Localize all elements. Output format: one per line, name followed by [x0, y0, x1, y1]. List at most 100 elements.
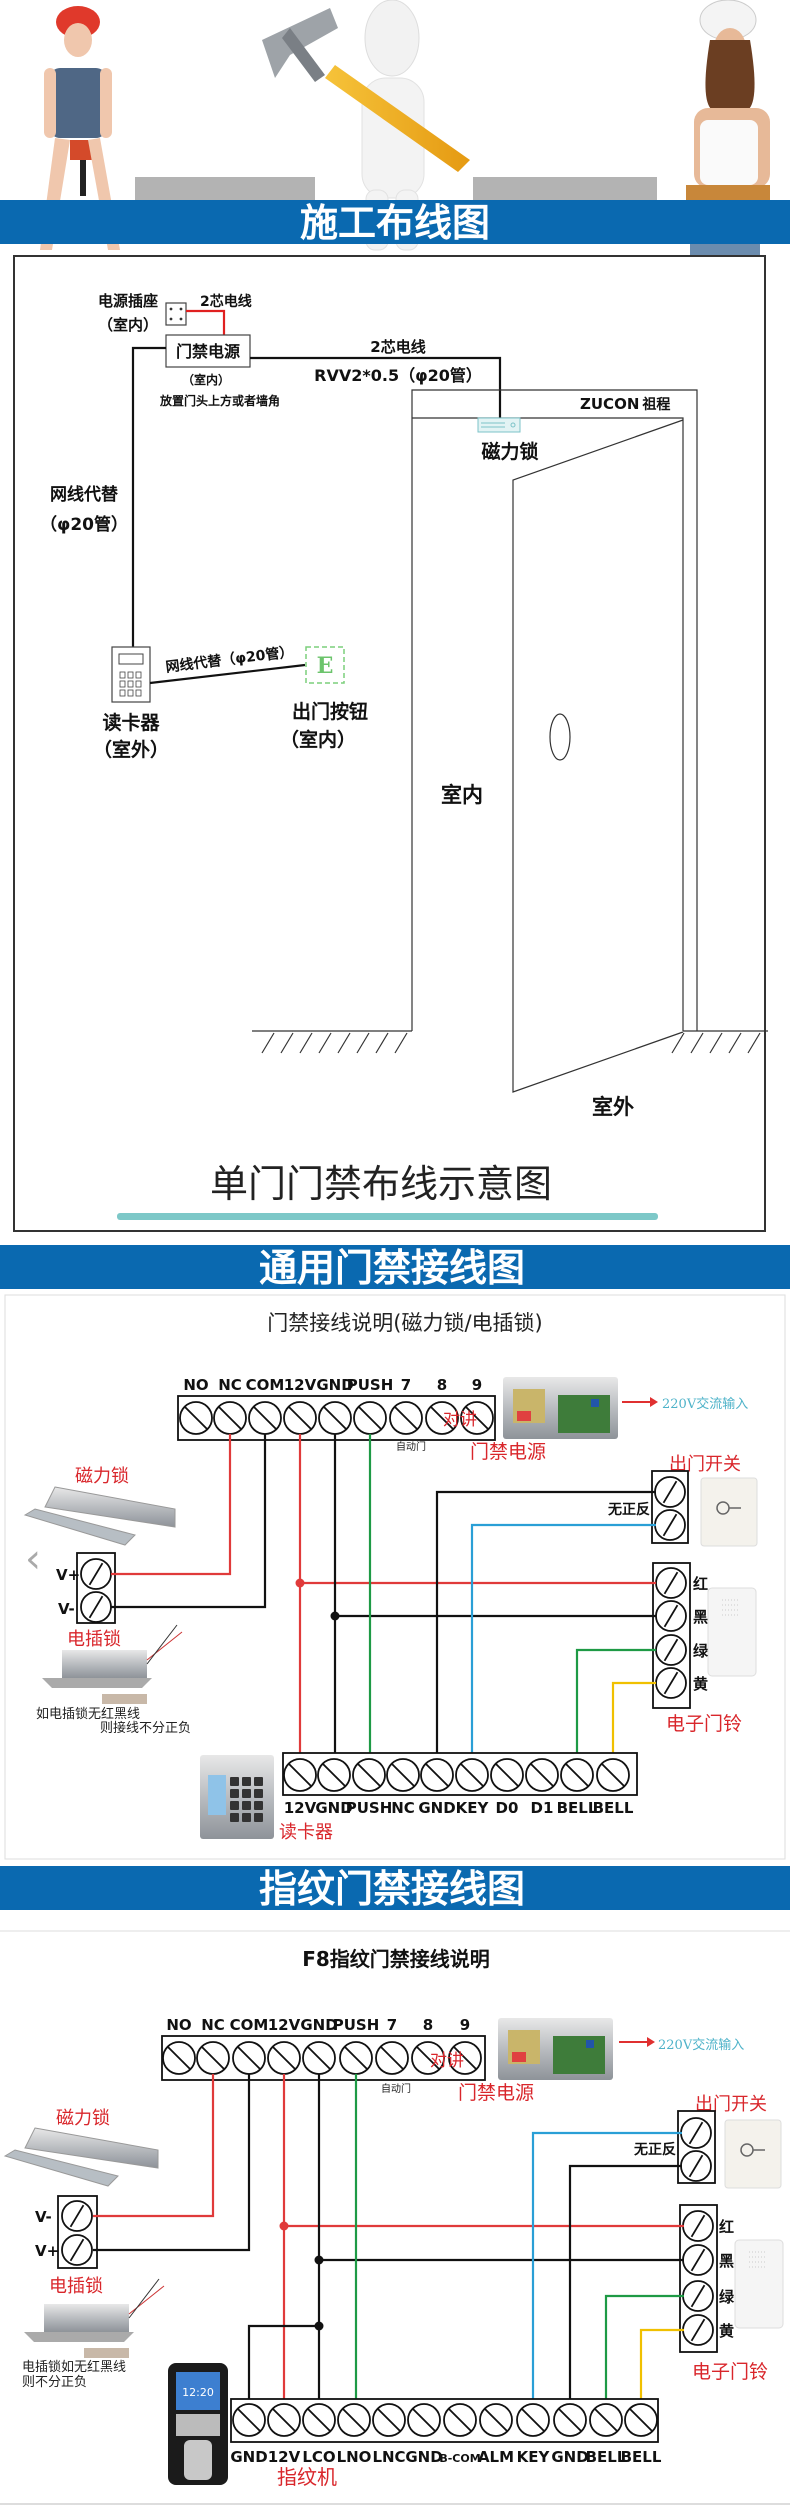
- door-leaf: [512, 419, 684, 1093]
- network-cable-vertical: [131, 346, 166, 648]
- screw-slot: [690, 2214, 706, 2238]
- wire-nc: [111, 1434, 232, 1576]
- v-minus-label: V-: [58, 1600, 75, 1618]
- screw-slot: [662, 1513, 678, 1537]
- exit-switch-terminal: [651, 1470, 689, 1544]
- maglock-body: [44, 1486, 176, 1528]
- wire-key: [470, 1523, 656, 1760]
- screw-slot: [663, 1671, 679, 1695]
- junction-dot: [330, 1611, 340, 1621]
- screw-slot: [593, 2407, 619, 2433]
- keypad-key: [119, 689, 126, 697]
- screw-slot: [662, 1480, 678, 1504]
- ac-input-label: 220V交流输入: [658, 2037, 744, 2053]
- screw-slot: [379, 2045, 405, 2071]
- screw-slot: [688, 2121, 704, 2145]
- screw-slot: [321, 1762, 347, 1788]
- wire-bell-yellow: [611, 1681, 656, 1760]
- screw-slot: [520, 2407, 546, 2433]
- card-reader-image: [200, 1755, 274, 1839]
- v-minus-label: V-: [35, 2208, 52, 2226]
- exit-switch-label: 出门开关: [669, 1454, 741, 1475]
- terminal-label: KEY: [517, 2448, 551, 2466]
- wire-bell-green: [575, 1648, 656, 1760]
- strike-note: 电插锁如无红黑线: [22, 2359, 126, 2375]
- wire-exit-gnd: [435, 1490, 656, 1760]
- terminal-label: LNC: [372, 2448, 405, 2466]
- electric-strike-image: [42, 1624, 183, 1704]
- door-handle: [549, 713, 571, 761]
- strike-note: 则不分正负: [22, 2375, 87, 2390]
- screw-slot: [236, 2407, 262, 2433]
- hatch-line: [299, 1032, 313, 1054]
- hatch-line: [709, 1032, 723, 1054]
- terminal-label: D1: [531, 1799, 554, 1817]
- screw-slot: [393, 1405, 419, 1431]
- screw-slot: [464, 1405, 490, 1431]
- maglock-image: [3, 2127, 159, 2187]
- fingerprint-sensor: [184, 2440, 212, 2480]
- banner-construction-wiring: [0, 200, 790, 244]
- screw-slot: [390, 1762, 416, 1788]
- bell-wire-label: 黑: [719, 2252, 734, 2270]
- junction-dot: [314, 2321, 324, 2331]
- maglock-label: 磁力锁: [56, 2108, 110, 2129]
- gray-bar-right: [473, 177, 657, 201]
- wire-key: [531, 2131, 682, 2404]
- bell-wire-label: 黑: [693, 1608, 708, 1626]
- screw-slot: [411, 2407, 437, 2433]
- maglock-body: [24, 2127, 159, 2169]
- strike-note: 如电插锁无红黑线: [36, 1706, 140, 1722]
- arrow-icon: [650, 1397, 658, 1407]
- hatch-line: [394, 1032, 408, 1054]
- power-box-label: 门禁电源: [176, 342, 240, 361]
- terminal-label: 7: [401, 1376, 411, 1394]
- lock-cable: [250, 356, 502, 420]
- junction-dot: [295, 1578, 305, 1588]
- magnetic-lock-icon: [477, 417, 521, 433]
- transformer-label: [517, 1411, 531, 1421]
- doorbell-image: [707, 1587, 757, 1677]
- indoor-label: 室内: [441, 783, 483, 807]
- screw-slot: [252, 1405, 278, 1431]
- carousel-prev-arrow[interactable]: ‹: [25, 1536, 41, 1582]
- terminal-label: D0: [496, 1799, 519, 1817]
- power-box-note: 放置门头上方或者墙角: [159, 393, 280, 408]
- bell-wire-label: 红: [719, 2218, 734, 2236]
- exit-button-label: 出门按钮: [292, 700, 368, 723]
- banner-fingerprint-wiring: [0, 1866, 790, 1910]
- screw-slot: [429, 1405, 455, 1431]
- screw-slot: [424, 1762, 450, 1788]
- exit-button-glyph: E: [317, 653, 334, 679]
- lock-cable-spec: RVV2*0.5（φ20管）: [314, 366, 482, 385]
- exit-plate: [700, 1477, 758, 1547]
- screw-slot: [166, 2045, 192, 2071]
- keypad-key: [135, 680, 142, 688]
- keypad-key: [127, 680, 134, 688]
- bell-wire-label: 红: [693, 1575, 708, 1593]
- terminal-label: 7: [387, 2016, 397, 2034]
- terminal-label: NC: [218, 1376, 242, 1394]
- junction-dot: [279, 2221, 289, 2231]
- power-supply-label: 门禁电源: [470, 1441, 546, 1463]
- bell-wire-label: 绿: [693, 1642, 709, 1660]
- terminal-label: GND: [418, 1799, 455, 1817]
- doorbell-body: [707, 1587, 757, 1677]
- caption-underline: [117, 1213, 658, 1220]
- access-power-box: [165, 334, 251, 368]
- screw-slot: [494, 1762, 520, 1788]
- terminal-label: 8: [437, 1376, 447, 1394]
- terminal-label: B-COM: [439, 2452, 480, 2465]
- device-keypad: [176, 2414, 220, 2436]
- terminal-label: BELL: [621, 2448, 662, 2466]
- terminal-label: BELL: [557, 1799, 598, 1817]
- panel-subtitle: 门禁接线说明(磁力锁/电插锁): [267, 1311, 542, 1335]
- doorbell-terminal: [679, 2204, 718, 2353]
- relay: [591, 1399, 599, 1407]
- doorbell-label: 电子门铃: [692, 2361, 768, 2383]
- screw-slot: [306, 2045, 332, 2071]
- strike-body: [62, 1650, 147, 1678]
- hatch-line: [671, 1032, 685, 1054]
